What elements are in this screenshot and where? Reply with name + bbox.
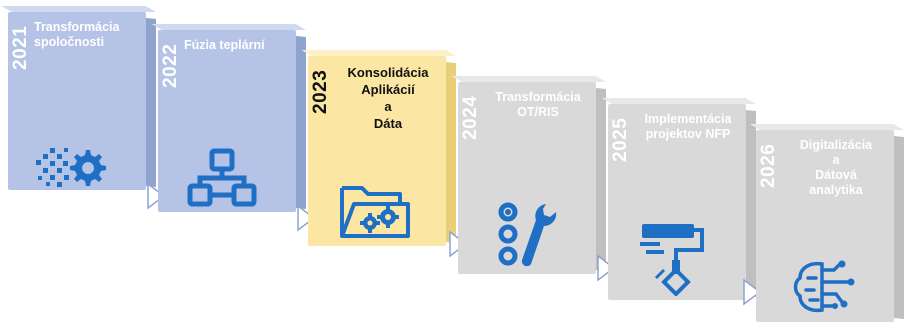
step-year: 2026 xyxy=(758,143,779,188)
step-year: 2024 xyxy=(460,95,481,140)
step-year: 2025 xyxy=(610,117,631,162)
step-year: 2022 xyxy=(160,43,181,88)
step-title-line: a xyxy=(832,153,840,167)
hierarchy-icon xyxy=(187,148,257,207)
tools-icon xyxy=(498,202,557,267)
step-title: Implementácia projektov NFP xyxy=(634,112,742,142)
step-title: Digitalizácia a Dátová analytika xyxy=(782,138,890,198)
step-2023: 2023 Konsolidácia Aplikácií a Dáta xyxy=(301,50,456,246)
paint-roller-icon xyxy=(640,224,704,296)
step-title-line: Digitalizácia xyxy=(799,138,873,152)
step-title-line: Dátová xyxy=(815,168,857,182)
step-title-line: Transformácia xyxy=(34,20,120,34)
step-title-line: Konsolidácia xyxy=(347,65,429,80)
step-2025: 2025 Implementácia projektov NFP xyxy=(601,98,756,300)
step-2022: 2022 Fúzia teplární xyxy=(151,24,306,212)
gear-pixel-icon xyxy=(36,148,106,187)
step-title-line: spoločnosti xyxy=(34,35,105,49)
step-title-line: Aplikácií xyxy=(361,82,415,97)
step-year: 2023 xyxy=(310,69,331,114)
step-title-line: Fúzia teplární xyxy=(184,38,265,52)
arrow-icon xyxy=(297,204,316,232)
arrow-icon xyxy=(147,182,166,210)
step-title-line: a xyxy=(384,99,392,114)
step-2021: 2021 Transformácia spoločnosti xyxy=(1,6,156,190)
step-title: Transformácia OT/RIS xyxy=(484,90,592,120)
step-year: 2021 xyxy=(10,25,31,70)
step-title: Transformácia spoločnosti xyxy=(34,20,142,50)
step-title-line: projektov NFP xyxy=(645,127,731,141)
arrow-icon xyxy=(743,278,762,306)
step-2026: 2026 Digitalizácia a Dátová analytika xyxy=(749,124,904,322)
step-title-line: OT/RIS xyxy=(517,105,559,119)
step-2024: 2024 Transformácia OT/RIS xyxy=(451,76,606,274)
step-title-line: Implementácia xyxy=(644,112,732,126)
folder-gears-icon xyxy=(340,186,410,238)
arrow-icon xyxy=(597,254,616,282)
step-title: Fúzia teplární xyxy=(184,38,292,53)
brain-circuit-icon xyxy=(793,260,855,313)
step-title-line: Dáta xyxy=(373,116,403,131)
step-title: Konsolidácia Aplikácií a Dáta xyxy=(334,64,442,132)
step-title-line: Transformácia xyxy=(495,90,581,104)
step-title-line: analytika xyxy=(809,183,863,197)
